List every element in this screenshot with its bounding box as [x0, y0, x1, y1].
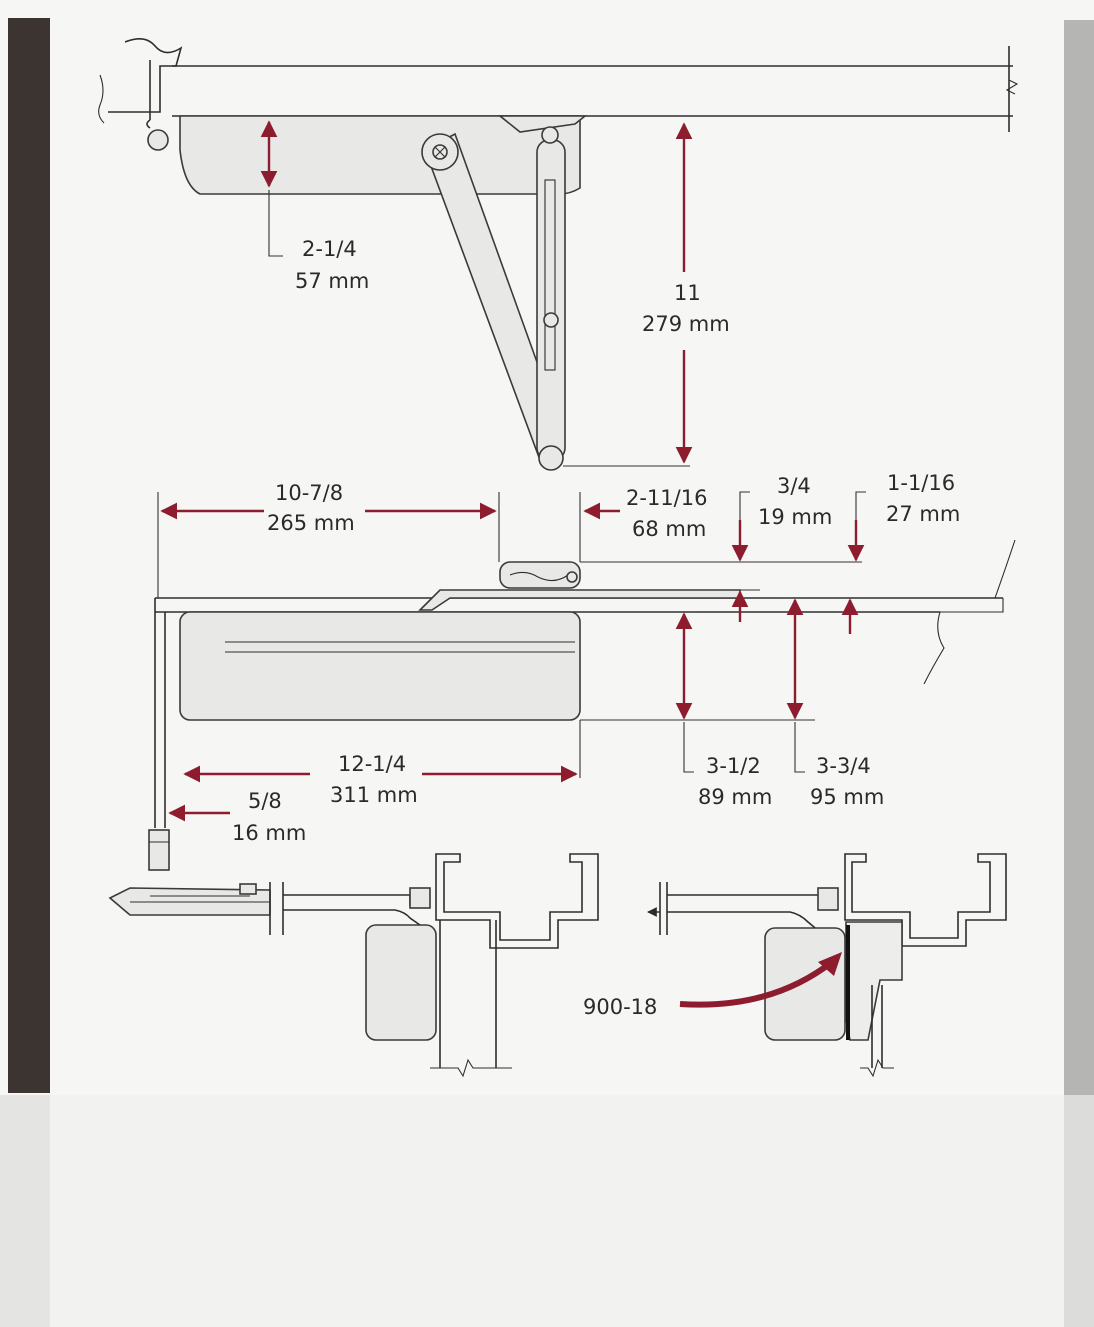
closer-body-section-right: [764, 927, 846, 1041]
dim-overall-height-mm: 279 mm: [642, 312, 730, 336]
closer-body-section-left: [365, 924, 437, 1041]
dim-shoe-offset-inch: 3/4: [777, 474, 811, 498]
right-edge-bar: [1064, 20, 1094, 1095]
dim-shoe-width-inch: 2-11/16: [626, 486, 707, 510]
dim-body-height-inch: 3-1/2: [706, 754, 761, 778]
closer-forearm: [536, 139, 566, 461]
dim-shoe-offset-mm: 19 mm: [758, 505, 832, 529]
section-view-right: [647, 853, 1007, 1078]
closer-body-side: [179, 611, 581, 721]
dim-edge-offset-inch: 5/8: [248, 789, 282, 813]
dim-overall-height-inch: 11: [674, 281, 701, 305]
dim-body-length-mm: 311 mm: [330, 783, 418, 807]
dim-body-length-inch: 12-1/4: [338, 752, 406, 776]
left-edge-bar: [8, 18, 50, 1093]
dim-total-height-mm: 95 mm: [810, 785, 884, 809]
dim-frame-offset-inch: 1-1/16: [887, 471, 955, 495]
top-view: [98, 38, 1019, 471]
section-view-left: [108, 853, 599, 1078]
bracket-label: 900-18: [583, 995, 657, 1019]
dim-frame-offset-mm: 27 mm: [886, 502, 960, 526]
dim-total-height-inch: 3-3/4: [816, 754, 871, 778]
dim-arm-height-mm: 57 mm: [295, 269, 369, 293]
side-view: [148, 491, 1016, 871]
dim-to-shoe-mm: 265 mm: [267, 511, 355, 535]
lower-blank-area: [0, 1095, 1094, 1327]
dim-shoe-width-mm: 68 mm: [632, 517, 706, 541]
bracket-pointer-arrow: [679, 959, 834, 1008]
dim-arm-height-inch: 2-1/4: [302, 237, 357, 261]
dim-to-shoe-inch: 10-7/8: [275, 481, 343, 505]
arm-shoe: [499, 561, 581, 589]
dim-body-height-mm: 89 mm: [698, 785, 772, 809]
dim-edge-offset-mm: 16 mm: [232, 821, 306, 845]
